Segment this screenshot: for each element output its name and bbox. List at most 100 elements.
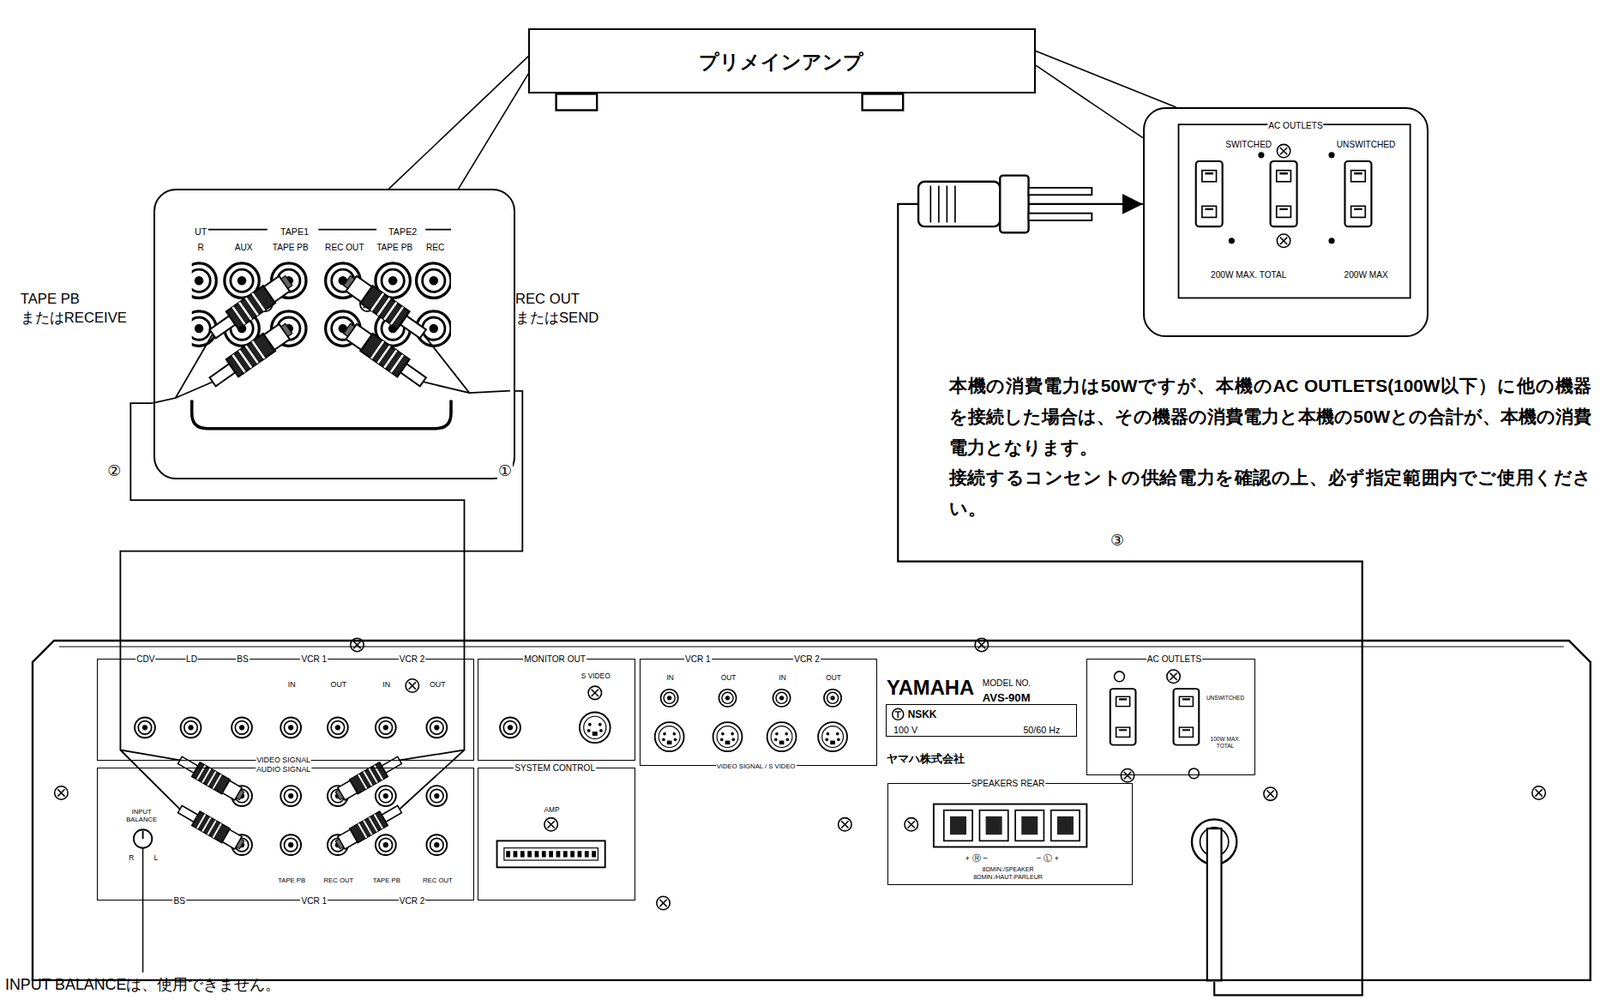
speaker-terminal-block — [933, 804, 1088, 848]
panel-label: CDV — [135, 654, 156, 665]
callout-line — [1035, 65, 1143, 138]
panel-label: UNSWITCHED — [1205, 694, 1246, 702]
rear-panel-art — [818, 721, 848, 752]
panel-label: OUT — [329, 679, 348, 689]
panel-label: TAPE PB — [375, 242, 414, 253]
nskk-mark — [892, 708, 904, 720]
input-balance-knob — [142, 830, 145, 839]
outlet-panel-art — [1344, 161, 1372, 227]
rear-panel-art — [1114, 671, 1125, 682]
outlet-panel-art — [1228, 237, 1235, 244]
panel-label: SPEAKERS REAR — [970, 778, 1046, 789]
rear-panel-art — [134, 716, 156, 738]
cable — [153, 333, 512, 404]
panel-label: BS — [235, 654, 250, 665]
cable — [120, 638, 464, 810]
panel-label: AC OUTLETS — [1267, 120, 1324, 132]
panel-label: TAPE1 — [279, 226, 310, 237]
rear-panel-art — [713, 721, 743, 752]
rear-panel-art — [588, 685, 602, 699]
audio-section: AUDIO SIGNALINPUT BALANCERLTAPE PBREC OU… — [96, 767, 475, 901]
panel-label: AUDIO SIGNAL — [255, 764, 312, 774]
rear-panel-art — [656, 896, 670, 909]
rear-panel-art — [838, 818, 852, 831]
rear-panel-art — [333, 752, 404, 803]
panel-label: OUT — [720, 673, 738, 683]
panel-label: TAPE PB — [276, 876, 307, 885]
panel-label: UT — [193, 226, 208, 237]
panel-label: OUT — [824, 673, 843, 683]
input-balance-knob — [133, 829, 152, 848]
panel-label: TAPE PB — [271, 242, 310, 253]
outlet-panel-art — [1257, 151, 1264, 158]
rear-panel-art — [280, 716, 301, 738]
panel-label: VCR 1 — [300, 896, 328, 907]
rear-panel-art — [375, 716, 397, 738]
panel-label: TAPE PB — [372, 876, 402, 885]
outlet-panel-art — [1328, 237, 1335, 244]
panel-label: INPUT BALANCE — [123, 808, 160, 825]
power-plug — [918, 175, 1092, 234]
panel-outline — [59, 645, 1564, 647]
rear-panel-art — [1173, 688, 1200, 745]
rear-panel-art — [280, 834, 301, 855]
power-plug — [918, 181, 1000, 227]
panel-label: R — [196, 242, 205, 253]
rear-panel-art — [655, 721, 685, 752]
amp-jack-panel — [206, 319, 295, 391]
callout-number: ① — [497, 463, 513, 481]
rear-panel: YAMAHAMODEL NO.AVS-90Mヤマハ株式会社CDVLDBSVCR … — [30, 638, 1593, 982]
outlet-panel-art — [1196, 161, 1223, 227]
amp-jack-panel — [416, 263, 452, 298]
panel-label: REC OUT — [421, 876, 454, 885]
callout-number: ③ — [1109, 532, 1125, 550]
outlet-panel-art — [1178, 124, 1411, 298]
rear-panel-art — [824, 689, 842, 707]
panel-label: VCR 2 — [398, 654, 427, 665]
panel-label: MODEL NO. — [981, 679, 1032, 690]
power-plug — [999, 175, 1029, 234]
panel-label: ヤマハ株式会社 — [885, 752, 966, 766]
rear-panel-art — [718, 689, 736, 707]
caption: REC OUT またはSEND — [515, 289, 599, 329]
panel-label: + Ⓡ − — [963, 853, 988, 863]
caption: TAPE PB またはRECEIVE — [20, 289, 127, 329]
panel-label: 100 V — [892, 724, 919, 735]
panel-label: SWITCHED — [1224, 139, 1273, 151]
panel-label: 200W MAX — [1343, 270, 1390, 281]
rear-panel-art — [426, 785, 447, 807]
rear-panel-art — [1110, 688, 1137, 745]
panel-outline — [30, 638, 1593, 982]
power-plug — [1028, 213, 1093, 221]
jack-panel-inset: UTTAPE1TAPE2RAUXTAPE PBREC OUTTAPE PBREC — [153, 188, 517, 480]
panel-label: S VIDEO — [580, 672, 612, 681]
panel-label: LD — [185, 654, 199, 665]
system-connector — [497, 840, 606, 867]
monitor-section: MONITOR OUTS VIDEO — [477, 658, 637, 761]
speaker-terminal-block — [944, 810, 973, 842]
outlet-panel-art — [1270, 161, 1298, 227]
panel-label: BS — [172, 896, 187, 907]
input-balance-knob — [133, 829, 152, 848]
rear-panel-art — [772, 689, 790, 707]
note: 接続するコンセントの供給電力を確認の上、必ず指定範囲内でご使用ください。 — [949, 462, 1593, 524]
panel-label: UNSWITCHED — [1335, 139, 1397, 151]
rear-panel-art — [1263, 787, 1277, 800]
panel-label: 50/60 Hz — [1022, 724, 1061, 735]
rear-panel-art — [54, 637, 1546, 981]
panel-label: AVS-90M — [981, 691, 1032, 704]
panel-label: IN — [665, 673, 674, 683]
amp-jack-panel — [153, 229, 512, 429]
outlet-section: AC OUTLETSUNSWITCHED100W MAX. TOTAL — [1086, 658, 1255, 776]
rear-panel-art — [180, 716, 202, 738]
amp-jack-panel — [192, 263, 217, 298]
rear-panel-art — [544, 818, 558, 831]
nskk-mark — [895, 711, 902, 718]
panel-label: 200W MAX. TOTAL — [1209, 270, 1288, 281]
panel-label: 8ΩMIN./SPEAKER — [981, 866, 1035, 873]
rear-panel-art — [426, 834, 447, 855]
system-connector — [505, 850, 596, 857]
power-plug — [930, 186, 956, 223]
panel-label: VCR 2 — [793, 654, 821, 665]
